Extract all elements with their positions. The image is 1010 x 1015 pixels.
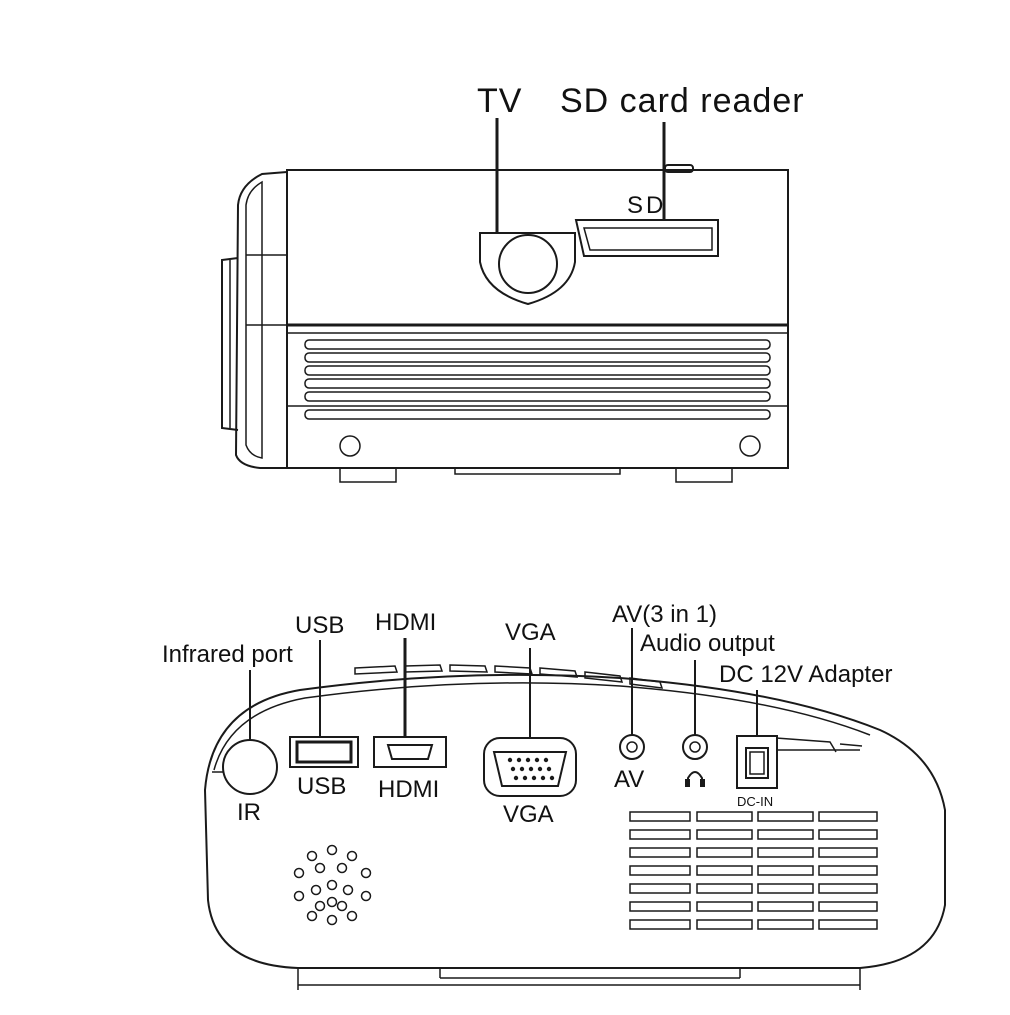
bottom-rail [454, 467, 621, 475]
audio-output-label: Audio output [640, 630, 775, 657]
vga-port-label: VGA [503, 801, 554, 828]
hdmi-port-label: HDMI [378, 776, 439, 803]
audio-jack [682, 734, 708, 760]
sd-card-slot [574, 219, 719, 257]
vga-callout-label: VGA [505, 619, 556, 646]
top-body [286, 169, 789, 469]
foot-hole-right [739, 435, 761, 457]
rear-view: Infrared port USB HDMI VGA AV(3 in 1) Au… [162, 601, 946, 990]
av-port-label: AV [614, 766, 644, 793]
rear-body-outline [203, 673, 946, 969]
hdmi-port [373, 736, 447, 768]
sd-card-reader-label: SD card reader [560, 82, 805, 120]
foot-hole-left [339, 435, 361, 457]
lens-housing [221, 171, 288, 469]
top-vent-grille [287, 339, 788, 420]
usb-port [289, 736, 359, 768]
ir-port [222, 739, 278, 795]
usb-callout-label: USB [295, 612, 344, 639]
headphones-icon [685, 771, 705, 787]
foot-left [339, 467, 397, 483]
vga-pins [507, 757, 555, 781]
speaker-grille [293, 844, 372, 926]
ir-port-label: IR [237, 799, 261, 826]
tv-label: TV [477, 82, 522, 120]
top-view: TV SD card reader SD [221, 82, 805, 483]
usb-port-label: USB [297, 773, 346, 800]
dc-in-port [736, 735, 778, 789]
av-jack [619, 734, 645, 760]
tv-focus-knob [479, 232, 576, 306]
infrared-port-label: Infrared port [162, 641, 293, 668]
top-ridge [354, 664, 664, 689]
rear-vent-grid [629, 811, 878, 930]
sd-slot-label: SD [627, 192, 666, 219]
vga-port [483, 737, 577, 797]
dc-adapter-label: DC 12V Adapter [719, 661, 892, 688]
hdmi-callout-label: HDMI [375, 609, 436, 636]
foot-right [675, 467, 733, 483]
dc-in-port-label: DC-IN [737, 794, 773, 809]
av-callout-label: AV(3 in 1) [612, 601, 717, 628]
